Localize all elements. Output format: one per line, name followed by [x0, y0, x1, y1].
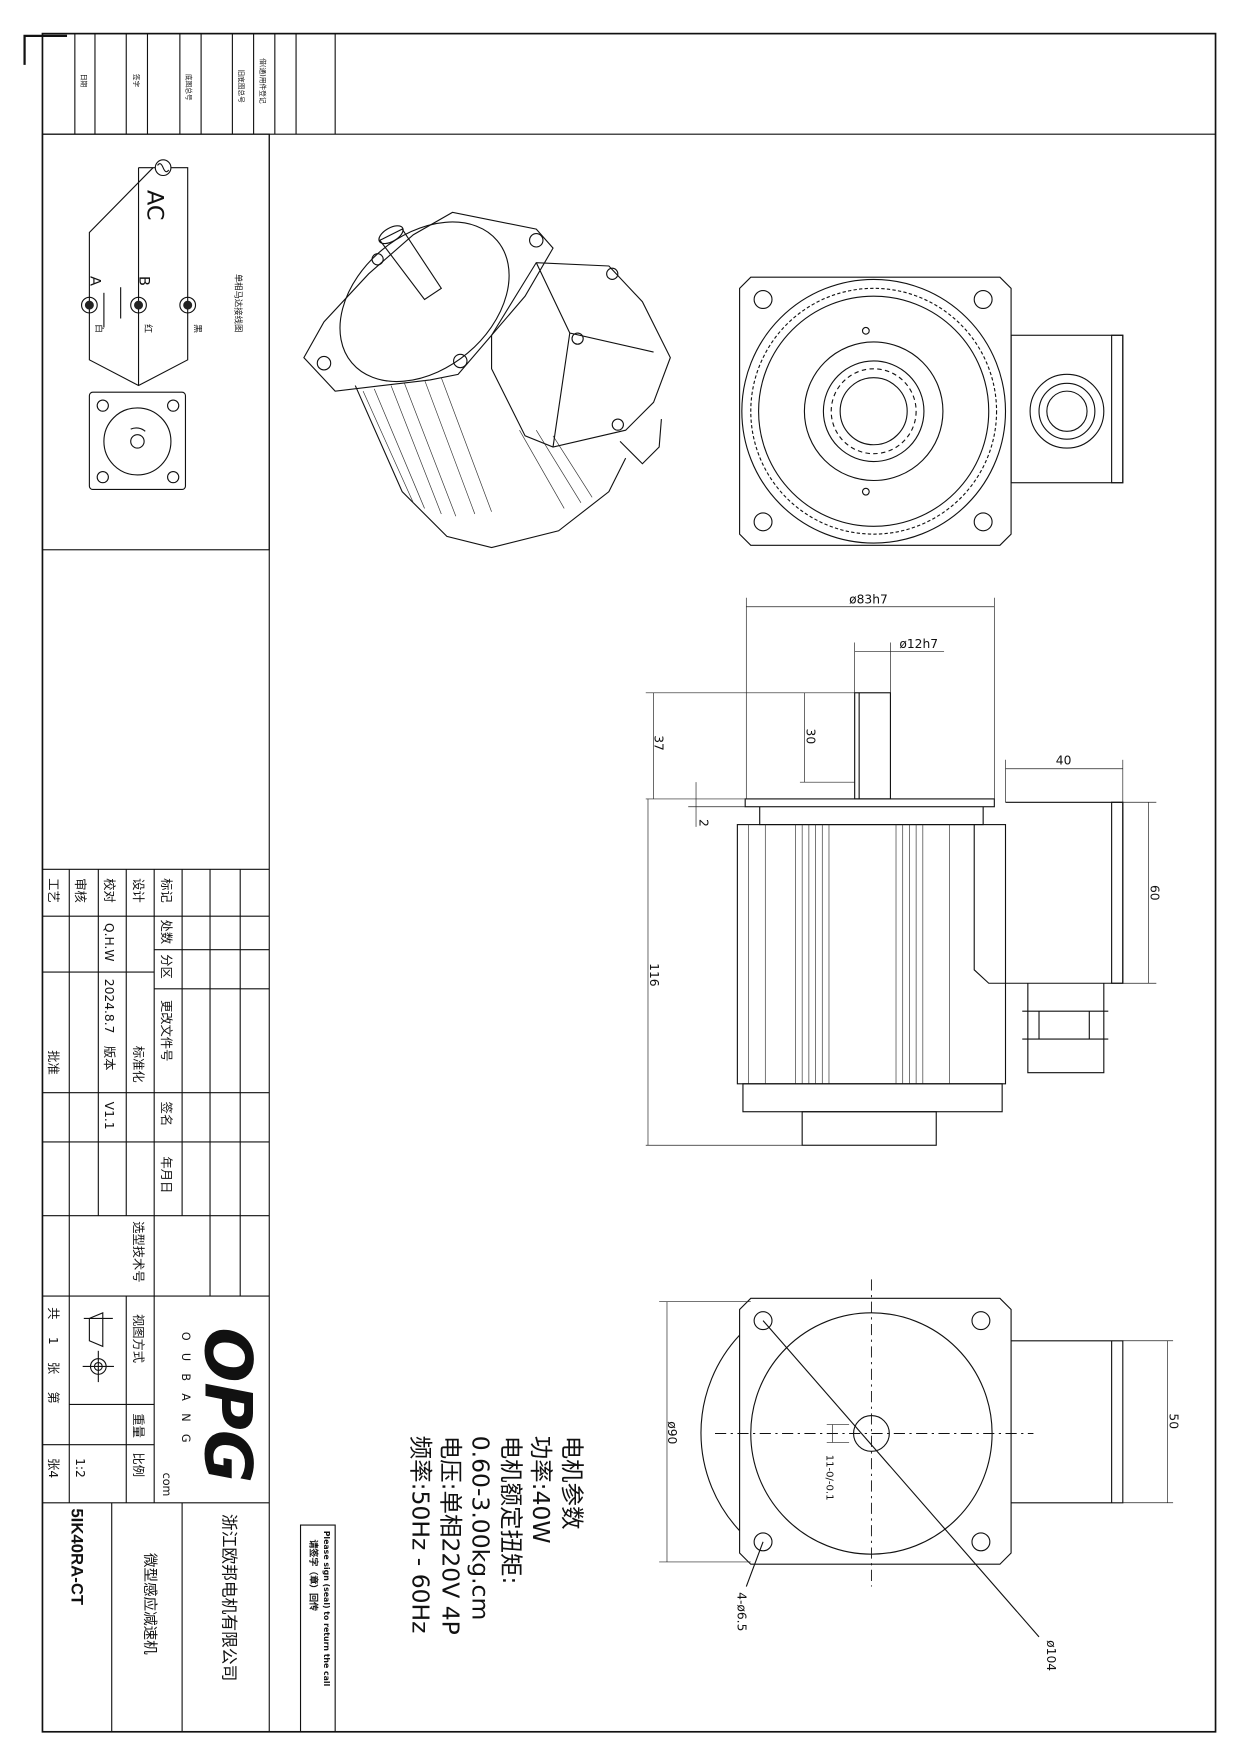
ac-source-icon: [154, 159, 172, 177]
label-weight: 重量: [131, 1413, 145, 1438]
label-base-drawing-no: 底图总号: [185, 74, 194, 101]
params-torque: 0.60-3.00kg.cm: [467, 1436, 495, 1621]
terminal-a-label: A: [86, 276, 102, 286]
dim-holes: 4-ø6.5: [734, 1592, 748, 1631]
hdr-sign: 签名: [159, 1102, 174, 1127]
label-standardize: 标准化: [131, 1046, 145, 1083]
label-process: 工艺: [46, 878, 60, 903]
params-voltage: 电压:单相220V 4P: [436, 1436, 464, 1635]
product-name: 微型感应减速机: [141, 1553, 159, 1655]
label-check: 校对: [102, 878, 117, 903]
projection-symbol-icon: [82, 1311, 114, 1383]
title-block: 标记 处数 分区 更改文件号 签名 年月日 设计 标准化 校对 Q.H.W 20…: [42, 868, 270, 1732]
label-borrowed-parts: 借(通)用件登记: [258, 58, 267, 104]
params-torque-label: 电机额定扭矩:: [497, 1436, 525, 1585]
hdr-date: 年月日: [159, 1156, 173, 1193]
label-old-base-drawing-no: 旧底图总号: [237, 69, 246, 103]
hdr-count: 处数: [159, 920, 174, 945]
hdr-zone: 分区: [159, 954, 173, 979]
scale-value: 1:2: [73, 1458, 87, 1478]
label-version: 版本: [102, 1046, 116, 1071]
label-scale: 比例: [131, 1452, 145, 1477]
company-name: 浙江欧邦电机有限公司: [219, 1514, 239, 1682]
label-view-method: 视图方式: [131, 1314, 146, 1363]
terminal-black: [179, 296, 197, 314]
hdr-change-doc: 更改文件号: [159, 1000, 174, 1061]
dim-60: 60: [1148, 885, 1162, 901]
label-approve: 批准: [46, 1050, 61, 1075]
stamp-box: 请签字（章）回传 Please sign (seal) to return th…: [299, 1524, 336, 1732]
label-signature: 签字: [132, 74, 141, 88]
dim-116: 116: [647, 963, 661, 987]
svg-text:com: com: [160, 1473, 173, 1497]
dim-40: 40: [1056, 753, 1072, 767]
params-frequency: 频率:50Hz - 60Hz: [406, 1436, 434, 1634]
params-title: 电机参数: [558, 1436, 586, 1530]
motor-isometric-view: [303, 211, 671, 549]
terminal-b-label: B: [136, 276, 152, 286]
params-power: 功率:40W: [527, 1436, 555, 1544]
dim-2: 2: [696, 819, 710, 827]
svg-text:OPG: OPG: [190, 1327, 265, 1483]
dim-37: 37: [652, 735, 666, 751]
motor-face-icon: [88, 391, 187, 490]
dim-30: 30: [804, 729, 818, 745]
model-number: 5IK40RA-CT: [68, 1508, 87, 1606]
label-design: 设计: [131, 878, 145, 903]
wiring-title: 单相马达接线图: [234, 274, 244, 333]
motor-side-view: ø83h7 ø12h7 37 30 2 116 40 60: [645, 592, 1162, 1146]
company-logo: OPG OUBANG com: [160, 1327, 264, 1496]
dim-key: 11-0/-0.1: [824, 1455, 835, 1501]
ac-label: AC: [141, 190, 167, 220]
dim-pcd: ø104: [1044, 1640, 1058, 1671]
stamp-en: Please sign (seal) to return the call: [322, 1531, 331, 1687]
wire-black-label: 黑: [191, 324, 202, 333]
terminal-a: [80, 296, 98, 314]
checker-name: Q.H.W: [102, 923, 116, 962]
dim-flange-dia: ø83h7: [849, 592, 888, 606]
dim-90: ø90: [665, 1421, 679, 1444]
version-value: V1.1: [102, 1102, 116, 1130]
label-selection-no: 选型技术号: [131, 1221, 145, 1282]
sheet-count: 共 1 张 第: [46, 1307, 60, 1410]
label-review: 审核: [73, 878, 88, 903]
label-date: 日期: [80, 74, 88, 88]
top-register-strip: 日期 签字 底图总号 旧底图总号 借(通)用件登记: [74, 33, 336, 135]
motor-parameters: 电机参数 功率:40W 电机额定扭矩: 0.60-3.00kg.cm 电压:单相…: [406, 1436, 586, 1635]
sheet-number: 张4: [46, 1458, 60, 1478]
wiring-diagram: AC A B 白 红 黑 单相马达接线图: [41, 133, 270, 551]
svg-text:OUBANG: OUBANG: [179, 1332, 192, 1455]
motor-front-view: [739, 276, 1124, 546]
motor-rear-view: ø90 50 11-0/-0.1 4-ø6.5 ø104: [659, 1279, 1181, 1671]
check-date: 2024.8.7: [102, 979, 116, 1034]
dim-shaft-dia: ø12h7: [899, 637, 938, 651]
wire-red-label: 红: [142, 324, 154, 333]
dim-50: 50: [1167, 1413, 1181, 1429]
terminal-b: [130, 296, 147, 314]
wire-white-label: 白: [93, 324, 105, 333]
hdr-mark: 标记: [159, 878, 173, 903]
stamp-cn: 请签字（章）回传: [308, 1540, 320, 1611]
